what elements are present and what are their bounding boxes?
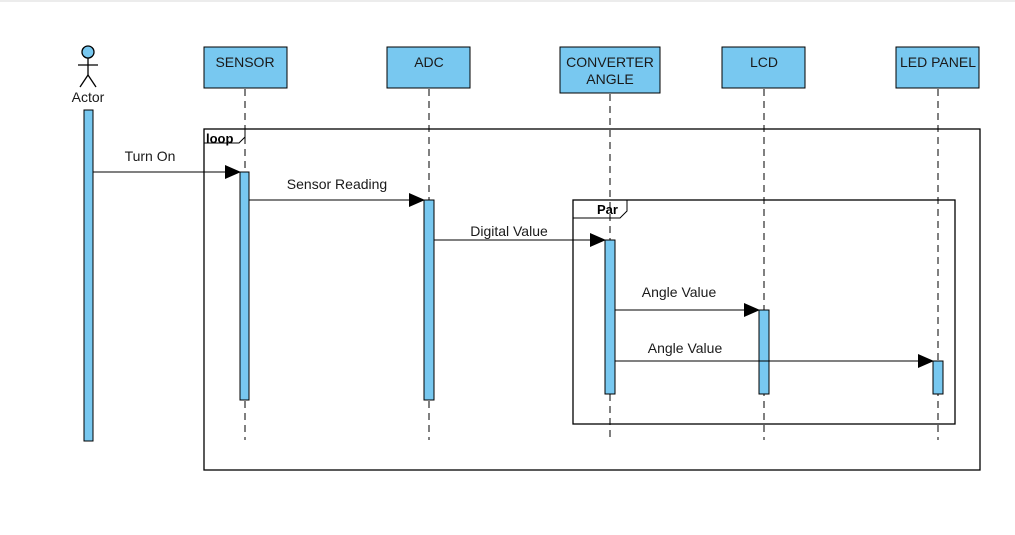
- activation-bar-converter: [604, 239, 616, 395]
- message-angle-value-led-panel[interactable]: Angle Value: [615, 340, 934, 368]
- message-digital-value-label: Digital Value: [470, 223, 548, 239]
- top-border: [0, 0, 1015, 2]
- par-frame[interactable]: Par: [572, 199, 956, 425]
- participant-converter-angle[interactable]: CONVERTER ANGLE: [559, 46, 661, 94]
- activation-bar-lcd: [758, 309, 770, 395]
- message-angle-value-lcd-label: Angle Value: [642, 284, 717, 300]
- message-digital-value[interactable]: Digital Value: [434, 223, 606, 247]
- loop-frame-label: loop: [206, 131, 233, 146]
- message-angle-value-led-panel-label: Angle Value: [648, 340, 723, 356]
- activation-bar-sensor: [239, 171, 250, 401]
- actor-activation-bar: [83, 109, 94, 442]
- message-angle-value-lcd[interactable]: Angle Value: [615, 284, 760, 317]
- participant-sensor[interactable]: SENSOR: [203, 46, 288, 89]
- message-sensor-reading[interactable]: Sensor Reading: [249, 176, 425, 207]
- participant-lcd-label: LCD: [750, 54, 778, 70]
- loop-frame[interactable]: loop: [203, 128, 981, 471]
- participant-lcd[interactable]: LCD: [721, 46, 806, 89]
- actor-right-leg: [87, 74, 97, 88]
- message-turn-on[interactable]: Turn On: [93, 148, 241, 179]
- participant-converter-label-line1: CONVERTER: [566, 54, 654, 70]
- actor-label: Actor: [72, 89, 105, 105]
- actor-head-icon: [81, 45, 95, 59]
- participant-led-panel-label: LED PANEL: [900, 54, 976, 70]
- par-frame-tab: [573, 200, 628, 219]
- participant-adc[interactable]: ADC: [386, 46, 471, 89]
- loop-frame-tab: [204, 128, 246, 144]
- par-frame-label: Par: [597, 202, 618, 217]
- actor[interactable]: Actor: [72, 45, 105, 105]
- message-turn-on-label: Turn On: [125, 148, 176, 164]
- participant-sensor-label: SENSOR: [215, 54, 274, 70]
- participant-adc-label: ADC: [414, 54, 444, 70]
- actor-left-leg: [79, 74, 89, 88]
- participant-led-panel[interactable]: LED PANEL: [895, 46, 980, 89]
- message-sensor-reading-label: Sensor Reading: [287, 176, 387, 192]
- participant-converter-label-line2: ANGLE: [586, 71, 633, 87]
- activation-bar-led-panel: [932, 360, 944, 395]
- activation-bar-adc: [423, 199, 435, 401]
